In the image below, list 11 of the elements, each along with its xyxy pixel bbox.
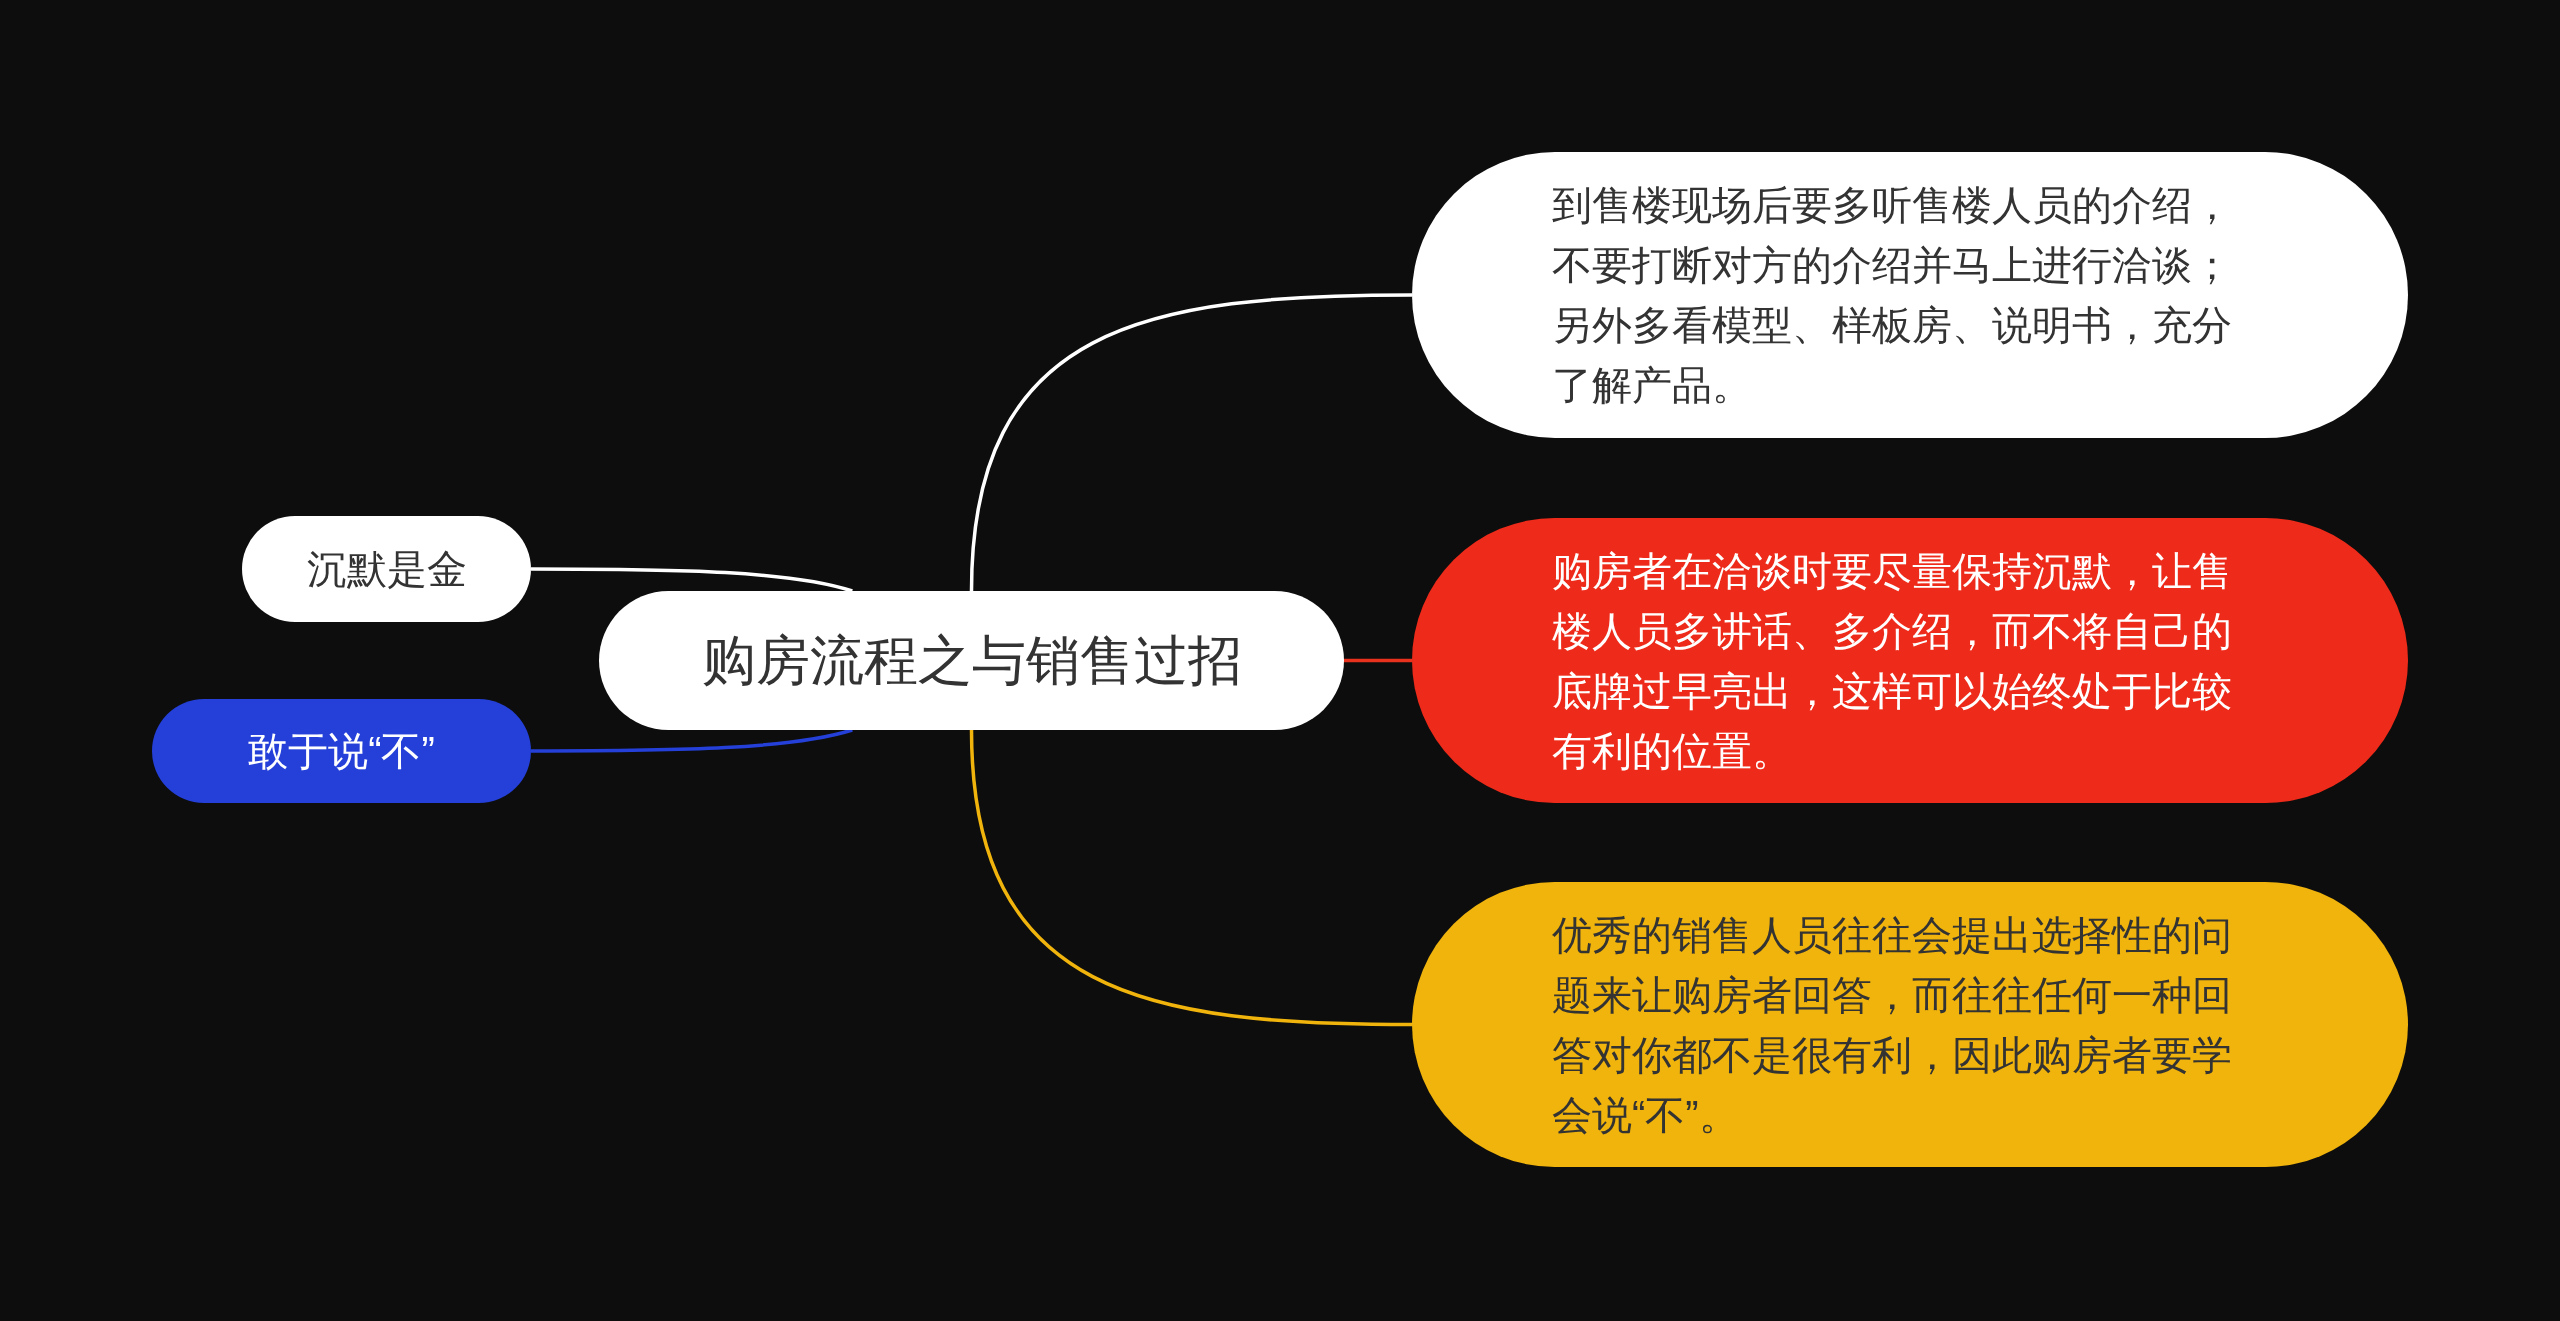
topic-text: 购房流程之与销售过招 xyxy=(701,629,1242,692)
topic-text: 优秀的销售人员往往会提出选择性的问题来让购房者回答，而往往任何一种回答对你都不是很有利，因此购房者要学会说“不”。 xyxy=(1552,911,2233,1139)
topic-text: 沉默是金 xyxy=(306,546,467,593)
topic-text: 购房者在洽谈时要尽量保持沉默，让售楼人员多讲话、多介绍，而不将自己的底牌过早亮出，这样可以始终处于比较有利的位置。 xyxy=(1552,547,2233,775)
topic-text: 到售楼现场后要多听售楼人员的介绍，不要打断对方的介绍并马上进行洽谈；另外多看模型、样板房、说明书，充分了解产品。 xyxy=(1552,182,2233,409)
topic-text: 敢于说“不” xyxy=(248,728,435,775)
connector xyxy=(531,567,853,593)
connector xyxy=(531,728,853,753)
connector xyxy=(969,293,1412,592)
connector xyxy=(969,729,1412,1027)
connector xyxy=(1344,658,1412,663)
